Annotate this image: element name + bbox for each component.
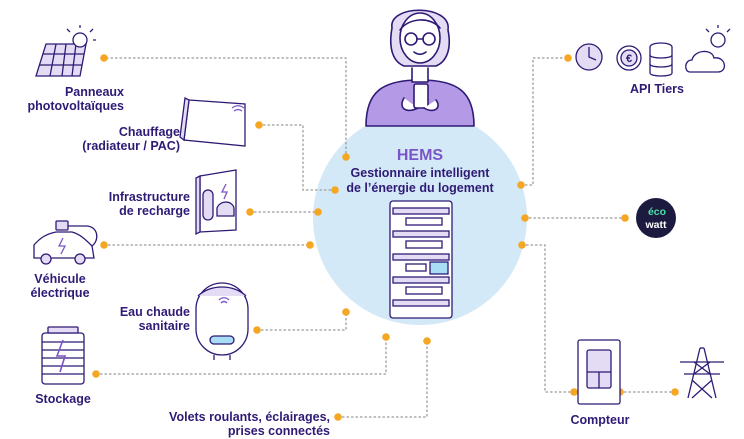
dot-ecowatt-a	[521, 214, 529, 222]
label-meter-line1: Compteur	[570, 413, 630, 427]
label-meter: Compteur	[560, 413, 640, 427]
dot-heating-a	[255, 121, 263, 129]
label-ev-line2: électrique	[30, 286, 90, 300]
electrical-panel-icon	[389, 200, 453, 319]
label-shutters-line1: Volets roulants, éclairages,	[169, 410, 330, 424]
label-solar: Panneaux photovoltaïques	[27, 85, 124, 113]
label-heating: Chauffage (radiateur / PAC)	[82, 125, 180, 153]
connector-shutters	[337, 340, 428, 418]
ecowatt-logo: éco watt	[636, 198, 676, 238]
dot-water-a	[253, 326, 261, 334]
label-shutters: Volets roulants, éclairages, prises conn…	[169, 410, 330, 438]
dot-ev-a	[100, 241, 108, 249]
connector-meter	[521, 244, 575, 393]
ecowatt-eco-text: éco	[648, 206, 666, 218]
label-heating-line2: (radiateur / PAC)	[82, 139, 180, 153]
water-heater-icon	[195, 282, 249, 360]
electric-car-icon	[33, 220, 98, 265]
dot-shutters-a	[334, 413, 342, 421]
dot-ecowatt-b	[621, 214, 629, 222]
label-shutters-line2: prises connectés	[227, 424, 330, 438]
label-solar-line1: Panneaux	[64, 85, 124, 99]
power-pylon-icon	[680, 347, 724, 399]
euro-coin-icon: €	[616, 45, 642, 71]
label-api: API Tiers	[612, 82, 702, 96]
dot-storage-a	[92, 370, 100, 378]
dot-charging-a	[246, 208, 254, 216]
junction-dots	[92, 54, 679, 421]
label-charging-line1: Infrastructure	[108, 190, 190, 204]
dot-api-a	[517, 181, 525, 189]
label-solar-line2: photovoltaïques	[27, 99, 124, 113]
hems-subtitle-line1: Gestionnaire intelligent	[351, 166, 491, 180]
solar-panel-icon	[35, 25, 96, 77]
ev-charger-icon	[195, 169, 237, 236]
person-with-phone-icon	[365, 9, 475, 127]
dot-water-b	[342, 308, 350, 316]
label-heating-line1: Chauffage	[118, 125, 180, 139]
battery-icon	[41, 326, 85, 385]
dot-solar-b	[342, 153, 350, 161]
dot-api-b	[564, 54, 572, 62]
connector-heating	[258, 124, 336, 191]
label-storage: Stockage	[28, 392, 98, 406]
clock-icon	[575, 43, 603, 71]
label-ev: Véhicule électrique	[24, 272, 96, 300]
dot-meter-a	[518, 241, 526, 249]
label-storage-line1: Stockage	[35, 392, 91, 406]
dot-ev-b	[306, 241, 314, 249]
dot-shutters-b	[423, 337, 431, 345]
hems-title: HEMS	[397, 147, 444, 164]
smart-meter-icon	[577, 339, 621, 405]
svg-text:€: €	[626, 53, 632, 65]
hems-subtitle-line2: de l’énergie du logement	[346, 181, 494, 195]
dot-solar-a	[100, 54, 108, 62]
dot-heating-b	[331, 186, 339, 194]
label-charging-line2: de recharge	[119, 204, 190, 218]
dot-charging-b	[314, 208, 322, 216]
connector-storage	[95, 336, 387, 375]
label-water-line1: Eau chaude	[119, 305, 190, 319]
label-charging: Infrastructure de recharge	[109, 190, 190, 218]
coin-stack-icon	[649, 42, 673, 77]
dot-grid-b	[671, 388, 679, 396]
dot-meter-b	[570, 388, 578, 396]
cloud-sun-icon	[685, 25, 731, 73]
radiator-icon	[179, 97, 246, 147]
label-api-line1: API Tiers	[630, 82, 684, 96]
connector-api	[520, 57, 569, 186]
label-ev-line1: Véhicule	[34, 272, 86, 286]
connector-water	[256, 311, 347, 331]
ecowatt-watt-text: watt	[645, 219, 668, 231]
dot-storage-b	[382, 333, 390, 341]
connector-lines	[95, 57, 676, 418]
label-water: Eau chaude sanitaire	[120, 305, 190, 333]
label-water-line2: sanitaire	[138, 319, 190, 333]
connector-solar	[101, 57, 347, 157]
